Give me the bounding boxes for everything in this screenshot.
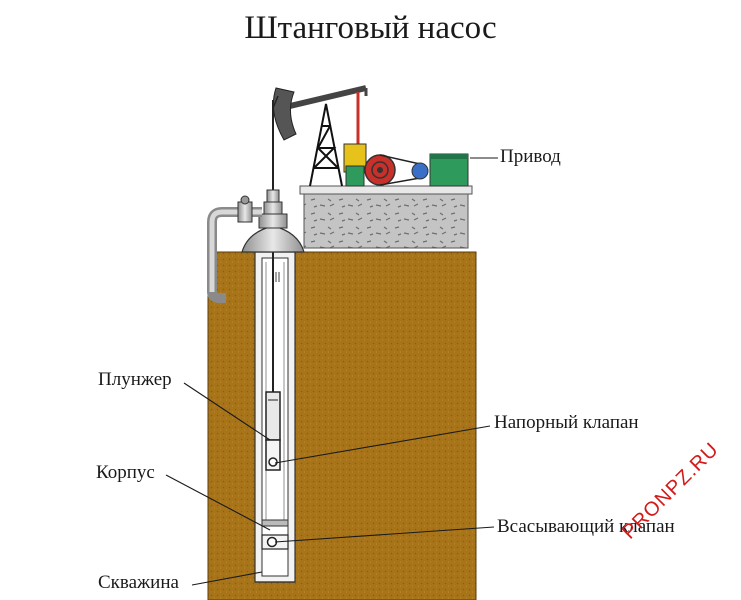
label-well: Скважина [98,572,179,593]
leader-lines [165,157,498,586]
foundation [303,191,469,249]
diagram-title: Штанговый насос [244,10,497,46]
horse-head [272,87,297,141]
soil-block [207,251,477,600]
label-discharge-valve: Напорный клапан [494,412,639,433]
label-suction-valve: Всасывающий клапан [497,516,675,537]
label-drive: Привод [500,146,561,167]
wellhead [241,225,305,253]
walking-beam [289,85,367,109]
label-housing: Корпус [96,462,155,483]
label-plunger: Плунжер [98,369,172,390]
pump-jack [309,103,343,187]
plunger [265,391,281,441]
